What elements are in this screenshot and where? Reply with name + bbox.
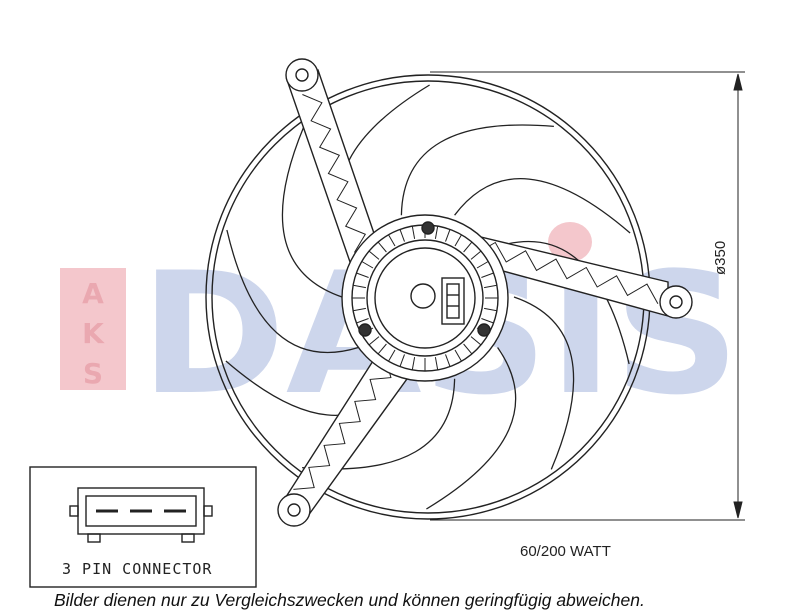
hub-fin [356,272,369,278]
strut-truss [302,94,367,253]
hub-fin [484,284,497,289]
hub-fin [434,357,439,370]
hub-fin [377,241,387,253]
hub-fin [377,343,387,355]
fan-blade [400,124,554,216]
hub-fin [445,354,451,367]
motor-shaft [410,283,436,309]
connector-box [29,466,257,588]
hub-fin [454,349,462,362]
hub-fin [481,272,494,278]
fan-blade [426,347,517,510]
hub-fin [481,318,494,324]
connector-label: 3 PIN CONNECTOR [62,560,213,578]
diameter-dimension [430,71,745,521]
hub-fin [368,250,380,260]
fan-blade [281,124,343,298]
hub-fin [470,250,482,260]
hub-fin [445,229,451,242]
disclaimer-text: Bilder dienen nur zu Vergleichszwecken u… [54,590,645,610]
watermark-letter-k: K [82,317,105,350]
motor-plug [441,277,465,325]
hub-fin [411,226,416,239]
fan-blade [454,178,631,234]
watermark-letter-s: S [83,357,103,390]
hub-fin [361,261,374,269]
hub-fin [470,336,482,346]
hub-fin [411,357,416,370]
hub-fin [388,234,396,247]
hub-fin [388,349,396,362]
hub-fin [463,343,473,355]
hub-fin [484,307,497,312]
watermark-letter-a: A [82,277,104,310]
hub-fin [353,284,366,289]
strut-truss [293,357,392,490]
fan-blade [513,296,575,470]
hub-fin [399,229,405,242]
hub-fin [356,318,369,324]
watermark-red-dot [548,222,592,262]
hub-fin [368,336,380,346]
power-rating-label: 60/200 WATT [520,543,611,560]
watermark-red-block [60,268,126,390]
strut-truss-lines [293,94,659,490]
hub-fin [353,307,366,312]
diameter-label: ø350 [712,240,729,275]
motor-hub [341,214,509,382]
hub-fin [476,261,489,269]
hub-fin [454,234,462,247]
hub-fin [434,226,439,239]
mounting-eyes [277,58,693,527]
strut-truss [475,241,659,304]
hub-fin [463,241,473,253]
hub-fin [399,354,405,367]
fan-blade [226,229,359,354]
